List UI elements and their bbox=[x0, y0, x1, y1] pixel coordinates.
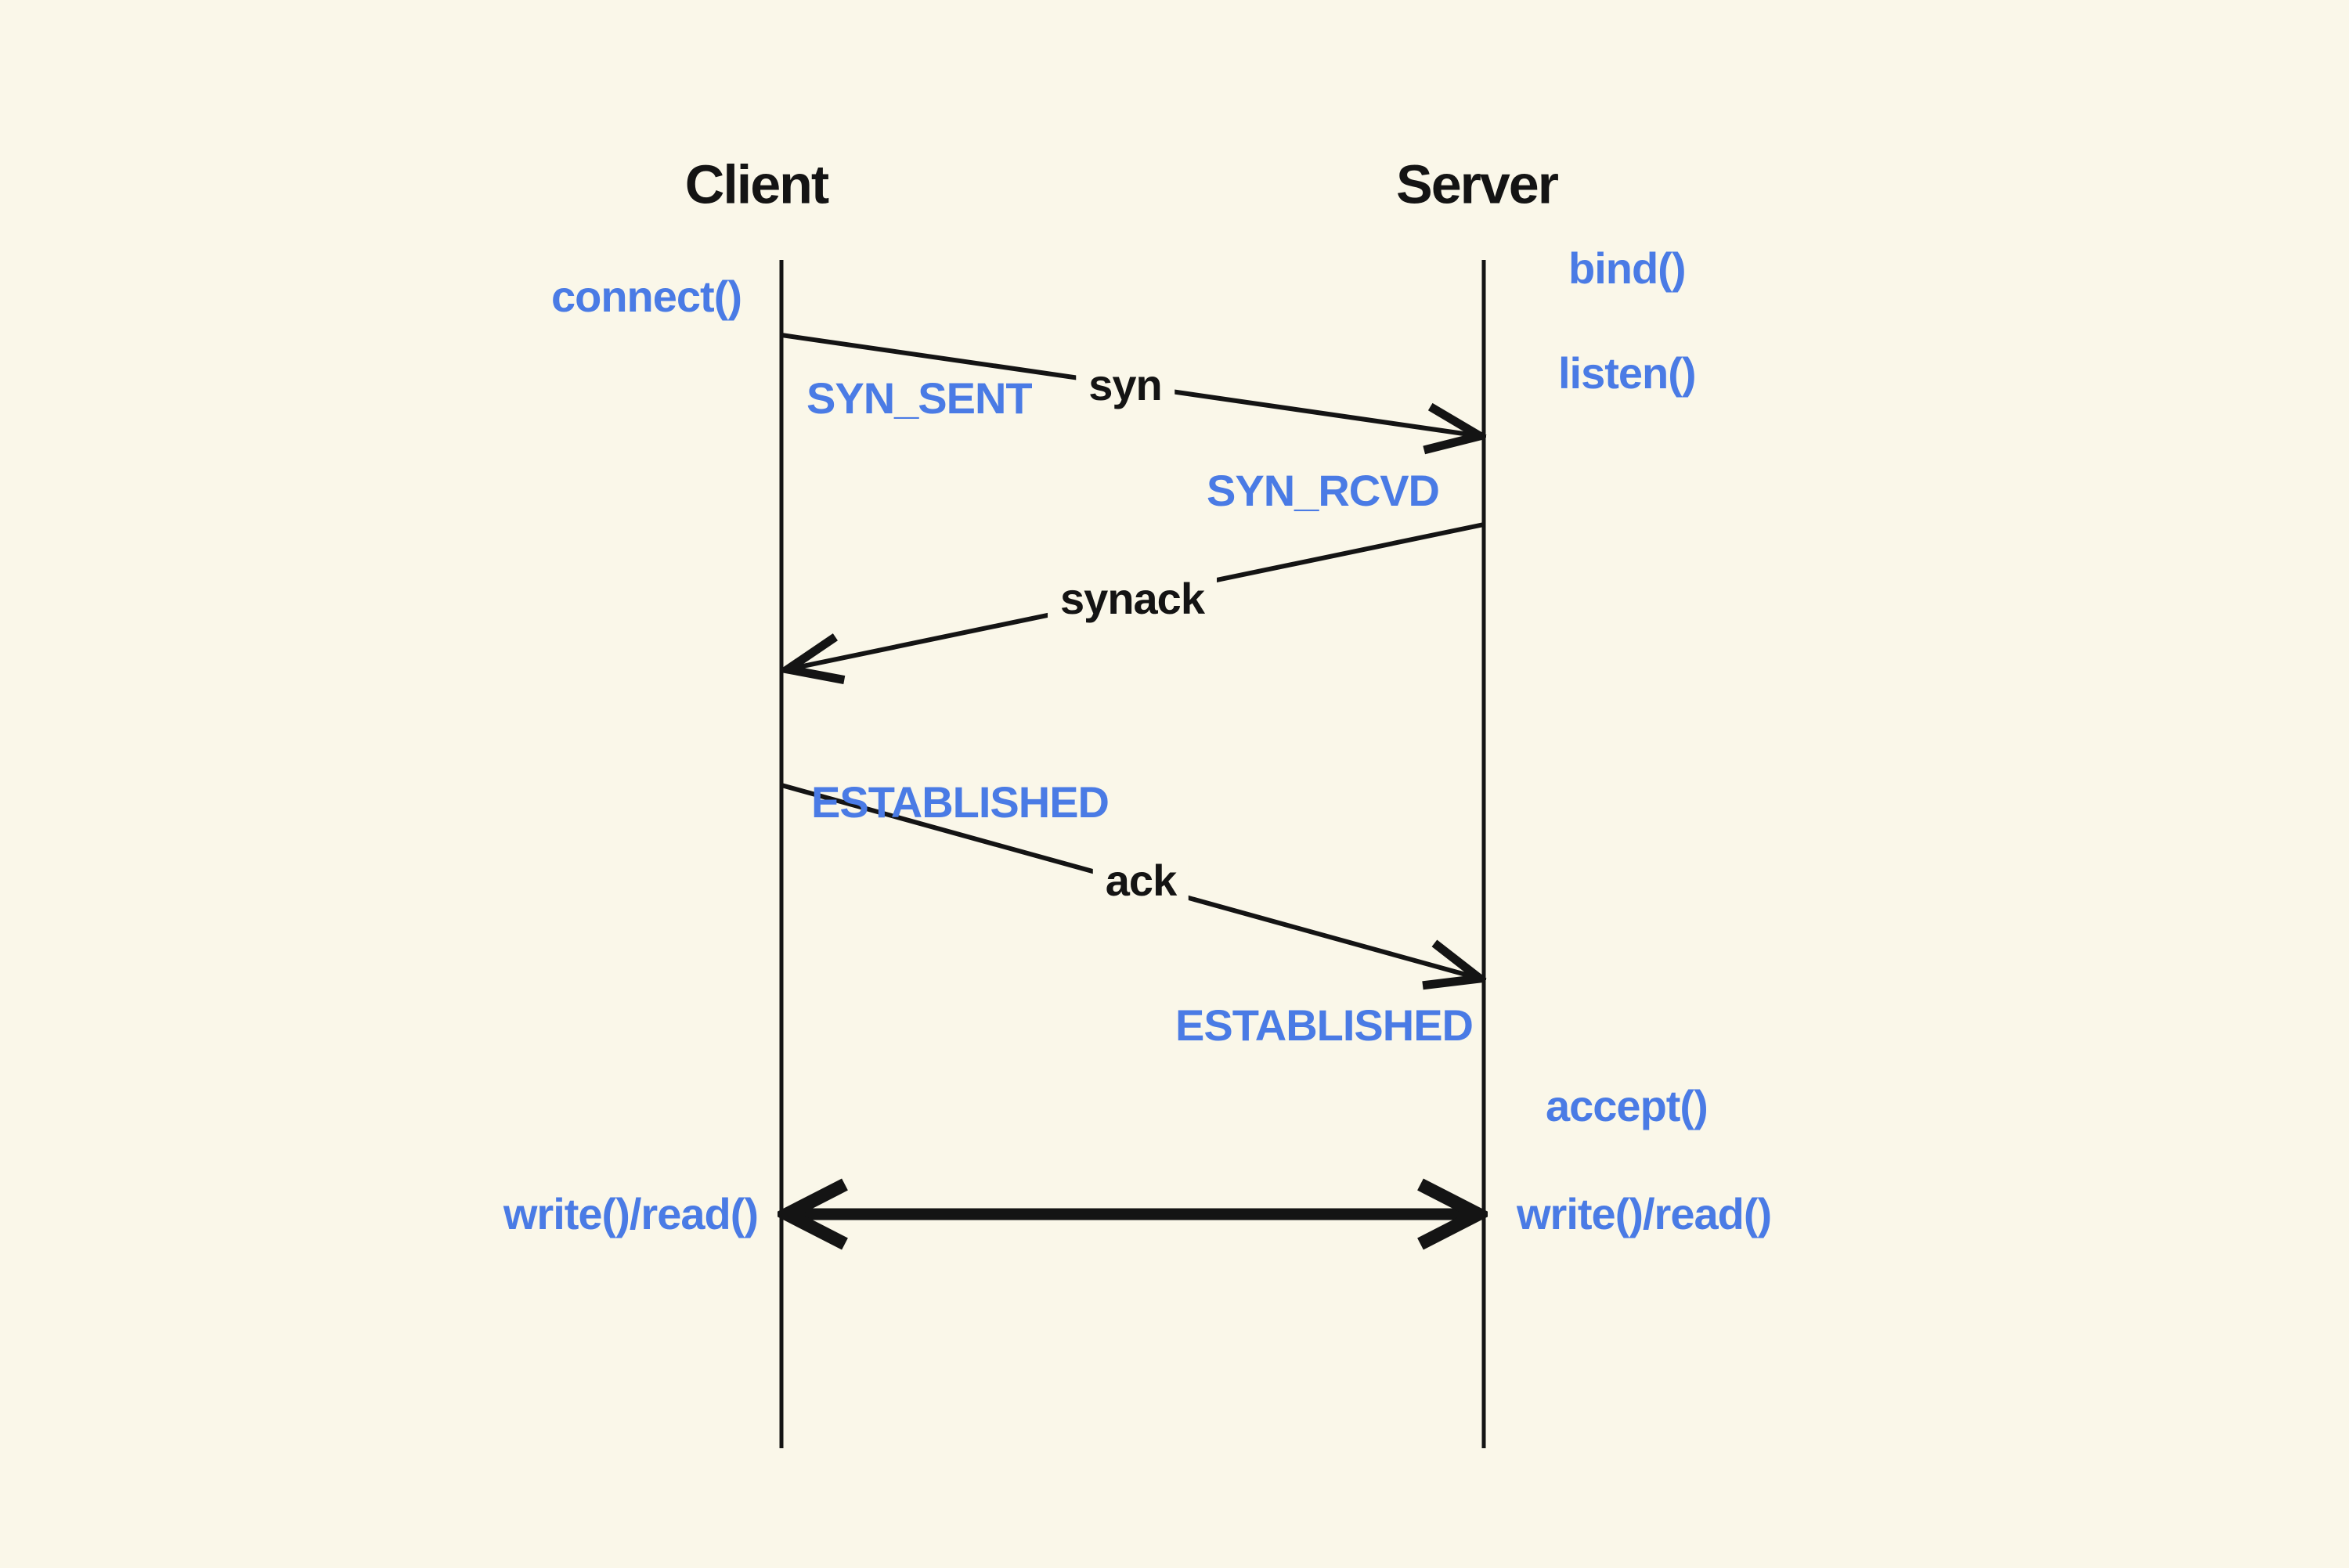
server-title: Server bbox=[1396, 153, 1559, 215]
server-established-state-label: ESTABLISHED bbox=[1175, 1000, 1474, 1051]
listen-label: listen() bbox=[1558, 348, 1697, 398]
client-title: Client bbox=[684, 153, 829, 215]
accept-label: accept() bbox=[1546, 1081, 1709, 1131]
ack-message-label: ack bbox=[1092, 856, 1189, 905]
server-write-read-label: write()/read() bbox=[1517, 1189, 1772, 1239]
synack-message-label: synack bbox=[1048, 575, 1217, 623]
client-write-read-label: write()/read() bbox=[503, 1189, 759, 1239]
syn-sent-state-label: SYN_SENT bbox=[806, 373, 1033, 424]
syn-message-label: syn bbox=[1076, 361, 1174, 409]
bind-label: bind() bbox=[1568, 243, 1686, 294]
syn-rcvd-state-label: SYN_RCVD bbox=[1207, 466, 1440, 516]
connect-label: connect() bbox=[551, 272, 742, 322]
client-established-state-label: ESTABLISHED bbox=[811, 777, 1110, 827]
